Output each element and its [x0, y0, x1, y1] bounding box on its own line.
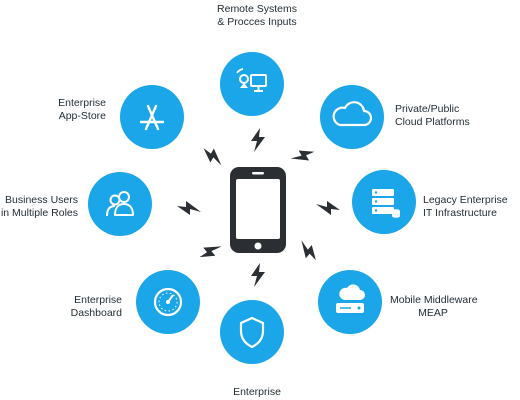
label-remote-systems: Remote Systems & Procces Inputs [217, 3, 297, 28]
lightning-bolt-icon [195, 138, 231, 174]
lightning-bolt-icon [176, 195, 202, 221]
label-middleware: Mobile Middleware MEAP [390, 294, 478, 319]
cloud-icon [332, 101, 373, 127]
node-remote-systems [220, 52, 284, 116]
label-cloud: Private/Public Cloud Platforms [395, 103, 470, 128]
node-middleware [318, 270, 382, 334]
node-cloud [320, 85, 384, 149]
node-security [220, 300, 284, 364]
label-security: Enterprise [233, 386, 281, 398]
app-store-icon [139, 104, 165, 131]
lightning-bolt-icon [285, 138, 321, 174]
lightning-bolt-icon [290, 233, 327, 270]
smartphone-icon [228, 165, 288, 255]
lightning-bolt-icon [315, 195, 341, 221]
node-legacy [352, 170, 416, 234]
cloud-drive-icon [336, 284, 365, 313]
node-business-users [88, 172, 152, 236]
lightning-bolt-icon [245, 127, 271, 153]
gauge-icon [153, 287, 183, 317]
users-icon [106, 191, 134, 217]
label-dashboard: Enterprise Dashboard [70, 294, 122, 319]
server-icon [372, 189, 400, 218]
label-app-store: Enterprise App-Store [58, 97, 106, 122]
shield-icon [239, 316, 265, 349]
label-legacy: Legacy Enterprise IT Infrastructure [423, 194, 508, 219]
label-business-users: Business Users in Multiple Roles [0, 194, 78, 219]
remote-systems-icon [236, 68, 267, 92]
node-app-store [120, 85, 184, 149]
lightning-bolt-icon [245, 262, 271, 288]
node-dashboard [136, 270, 200, 334]
lightning-bolt-icon [192, 233, 229, 270]
